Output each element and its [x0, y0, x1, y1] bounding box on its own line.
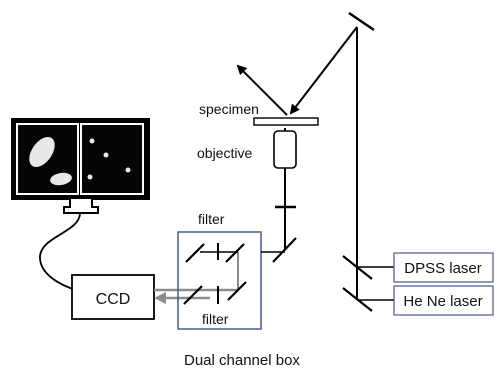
- fluorescence-dot: [125, 167, 131, 173]
- dichroic-mirror: [272, 237, 297, 263]
- ccd-camera: CCD: [71, 274, 155, 320]
- dual-channel-box-frame: [177, 231, 262, 330]
- ccd-label: CCD: [96, 291, 131, 308]
- filter-label-top: filter: [198, 211, 225, 227]
- monitor-cable: [39, 212, 81, 291]
- monitor: [11, 118, 150, 214]
- specimen-label: specimen: [199, 101, 259, 117]
- filter-label-bottom: filter: [202, 311, 229, 327]
- hene-laser-box: [393, 285, 494, 316]
- gray-arrowhead: [154, 292, 166, 304]
- hene-laser-label: He Ne laser: [403, 293, 482, 310]
- incident-beam-arrow: [289, 26, 358, 115]
- reflected-beam-arrow: [236, 64, 288, 116]
- box-mirror: [185, 243, 205, 263]
- monitor-stand: [63, 199, 99, 214]
- dual-channel-box: [177, 231, 262, 330]
- fluorescence-dot: [89, 138, 95, 144]
- dpss-laser: DPSS laser: [393, 252, 494, 283]
- cell-image-blob-2: [50, 172, 72, 186]
- monitor-screen-right: [80, 123, 144, 195]
- fluorescence-dot: [87, 174, 93, 180]
- objective-lens: [273, 130, 297, 169]
- hene-laser: He Ne laser: [393, 285, 494, 316]
- box-mirror: [183, 285, 203, 305]
- dpss-laser-label: DPSS laser: [404, 260, 482, 277]
- cell-image-blob-1: [29, 136, 55, 168]
- box-mirror: [227, 281, 247, 301]
- top-mirror: [348, 11, 375, 32]
- ccd-box: [71, 274, 155, 320]
- specimen-slide: [253, 117, 319, 126]
- dual-channel-box-caption: Dual channel box: [184, 352, 300, 369]
- box-mirror: [225, 243, 245, 263]
- objective-body: [273, 130, 297, 169]
- dpss-laser-box: [393, 252, 494, 283]
- objective-label: objective: [197, 145, 252, 161]
- fluorescence-dot: [103, 152, 109, 158]
